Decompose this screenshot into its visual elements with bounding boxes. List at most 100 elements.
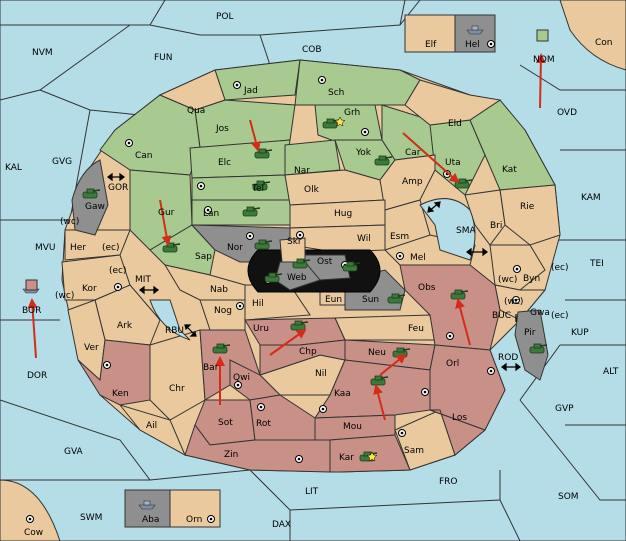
sea-label: TEI bbox=[589, 259, 604, 269]
sea-label: DOR bbox=[27, 371, 47, 381]
move-arrow bbox=[379, 353, 407, 376]
land-label: Grh bbox=[344, 108, 360, 118]
land-label: Mou bbox=[343, 422, 362, 432]
supply-center-dot bbox=[396, 252, 404, 260]
land-label: Los bbox=[452, 413, 467, 423]
ship-icon bbox=[536, 29, 549, 42]
land-label: Olk bbox=[304, 185, 320, 195]
land-pir[interactable] bbox=[514, 309, 549, 381]
land-label: Gwa bbox=[530, 308, 550, 318]
double-arrow-icon bbox=[107, 172, 125, 182]
land-label: Rie bbox=[520, 202, 535, 212]
coast-label: (ec) bbox=[551, 263, 569, 273]
sea-label: NOM bbox=[533, 55, 555, 65]
supply-center-dot bbox=[318, 76, 326, 84]
land-label: Bar bbox=[203, 363, 219, 373]
ship-icon bbox=[25, 279, 38, 291]
land-label: Qwi bbox=[233, 373, 250, 383]
land-label: Qua bbox=[187, 106, 205, 116]
land-zin[interactable] bbox=[184, 423, 331, 473]
supply-center-dot bbox=[421, 388, 429, 396]
supply-center-dot bbox=[207, 515, 215, 523]
land-label: Obs bbox=[418, 283, 436, 293]
land-label: Eld bbox=[448, 119, 462, 129]
land-label: Web bbox=[287, 273, 307, 283]
land-label: Amp bbox=[402, 177, 423, 187]
sea-label: Cow bbox=[24, 528, 43, 538]
sea-label: COB bbox=[302, 45, 322, 55]
sea-label: DAX bbox=[272, 520, 291, 530]
supply-center-dot bbox=[361, 128, 369, 136]
land-label: Gur bbox=[158, 208, 175, 218]
land-label: Lan bbox=[203, 209, 219, 219]
double-arrow-icon bbox=[466, 247, 488, 257]
sea-label: SMA bbox=[456, 226, 476, 236]
sea-label: GVA bbox=[64, 447, 84, 457]
land-label: Sam bbox=[404, 446, 424, 456]
move-arrow bbox=[402, 132, 460, 184]
double-arrow-icon bbox=[184, 324, 197, 337]
land-label: Nab bbox=[210, 285, 228, 295]
coast-label: (ec) bbox=[109, 266, 127, 276]
land-label: Nog bbox=[214, 306, 232, 316]
land-label: Orn bbox=[186, 515, 202, 525]
move-arrow bbox=[269, 328, 307, 356]
land-label: Nor bbox=[227, 243, 243, 253]
coast-label: (wc) bbox=[55, 291, 74, 301]
sea-label: Con bbox=[595, 38, 613, 48]
sea-inner-east[interactable] bbox=[419, 198, 476, 261]
sea-label: ROD bbox=[498, 353, 518, 363]
land-elf[interactable] bbox=[404, 14, 456, 53]
coast-label: (ec) bbox=[102, 243, 120, 253]
land-label: Jos bbox=[215, 124, 229, 134]
sea-label: SOM bbox=[558, 492, 579, 502]
land-label: Hel bbox=[465, 40, 480, 50]
supply-center-dot bbox=[246, 232, 254, 240]
coast-label-layer: (wc) (ec) (ec) (wc) (wc) (ec) (wc) (ec) bbox=[55, 217, 569, 321]
star-icon bbox=[366, 451, 378, 462]
land-label: Elc bbox=[218, 158, 231, 168]
supply-center-dot bbox=[487, 40, 495, 48]
sea-label: GVG bbox=[52, 157, 72, 167]
land-label: Bri bbox=[490, 221, 502, 231]
supply-center-dot bbox=[446, 332, 454, 340]
land-eld[interactable] bbox=[404, 79, 502, 126]
land-label: Aba bbox=[142, 515, 159, 525]
coast-label: (wc) bbox=[498, 275, 517, 285]
sea-label: MIT bbox=[135, 275, 151, 285]
sea-label: KAM bbox=[581, 193, 601, 203]
coast-label: (wc) bbox=[60, 217, 79, 227]
sea-inner-west[interactable] bbox=[149, 299, 191, 341]
supply-center-dot bbox=[26, 515, 34, 523]
supply-center-dot bbox=[197, 182, 205, 190]
supply-center-dot bbox=[513, 265, 521, 273]
land-label: Wil bbox=[357, 234, 371, 244]
supply-center-dot bbox=[204, 206, 212, 214]
land-los[interactable] bbox=[429, 409, 486, 456]
land-label: Ost bbox=[317, 257, 333, 267]
land-label: Chr bbox=[169, 384, 185, 394]
land-tel[interactable] bbox=[191, 174, 291, 201]
supply-center-dot bbox=[103, 361, 111, 369]
supply-center-dot bbox=[233, 81, 241, 89]
supply-center-dot bbox=[114, 283, 122, 291]
land-label: Kor bbox=[82, 284, 97, 294]
move-arrow bbox=[455, 298, 471, 346]
supply-center-dot bbox=[487, 367, 495, 375]
land-label: Sap bbox=[195, 252, 212, 262]
land-label: Rot bbox=[256, 419, 271, 429]
land-sap[interactable] bbox=[149, 224, 216, 276]
supply-center-dot bbox=[296, 231, 304, 239]
land-label: Sch bbox=[328, 88, 344, 98]
land-ken[interactable] bbox=[77, 339, 151, 406]
land-label: Gaw bbox=[85, 202, 105, 212]
land-label: Hil bbox=[252, 299, 264, 309]
channels bbox=[107, 172, 521, 372]
land-label: Chp bbox=[299, 347, 317, 357]
land-label-layer: Elf Hel Jad Sch Qua Jos Grh Eld Can Elc … bbox=[70, 40, 550, 525]
sea-label: FUN bbox=[154, 53, 173, 63]
land-qua[interactable] bbox=[158, 69, 226, 111]
land-label: Neu bbox=[368, 348, 386, 358]
double-arrow-icon bbox=[427, 201, 441, 213]
